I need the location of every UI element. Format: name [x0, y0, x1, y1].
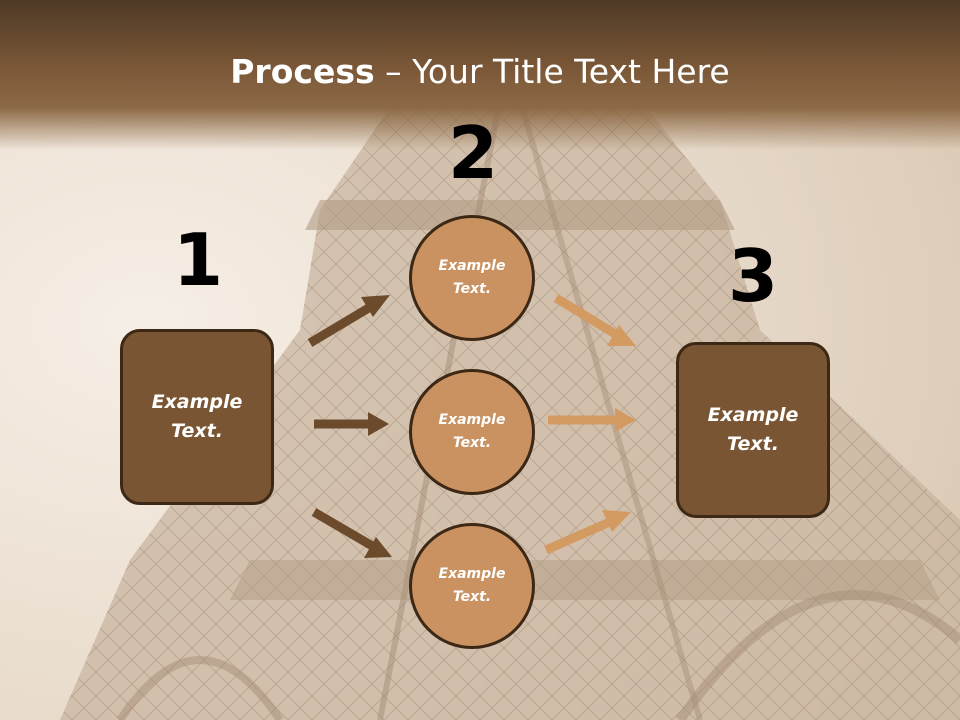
circle-label: Example Text. [438, 566, 506, 605]
process-circle-middle: Example Text. [409, 369, 535, 495]
arrow-top-circle-to-right [553, 294, 636, 346]
title-bold: Process [230, 52, 375, 91]
arrow-middle-circle-to-right [548, 408, 636, 432]
arrow-bottom-circle-to-right [544, 510, 631, 555]
arrow-left-to-middle-circle [314, 412, 389, 436]
step-number-3: 3 [727, 234, 779, 318]
left-process-box: Example Text. [120, 329, 274, 505]
title-rest: – Your Title Text Here [374, 52, 730, 91]
right-box-label: Example Text. [707, 404, 799, 455]
circle-label: Example Text. [438, 258, 506, 297]
arrow-left-to-top-circle [307, 295, 390, 347]
arrow-left-to-bottom-circle [311, 508, 392, 558]
slide-title: Process – Your Title Text Here [0, 52, 960, 91]
step-number-2: 2 [447, 111, 499, 195]
right-process-box: Example Text. [676, 342, 830, 518]
process-circle-bottom: Example Text. [409, 523, 535, 649]
title-bar [0, 0, 960, 150]
left-box-label: Example Text. [151, 391, 243, 442]
circle-label: Example Text. [438, 412, 506, 451]
step-number-1: 1 [172, 218, 224, 302]
process-circle-top: Example Text. [409, 215, 535, 341]
